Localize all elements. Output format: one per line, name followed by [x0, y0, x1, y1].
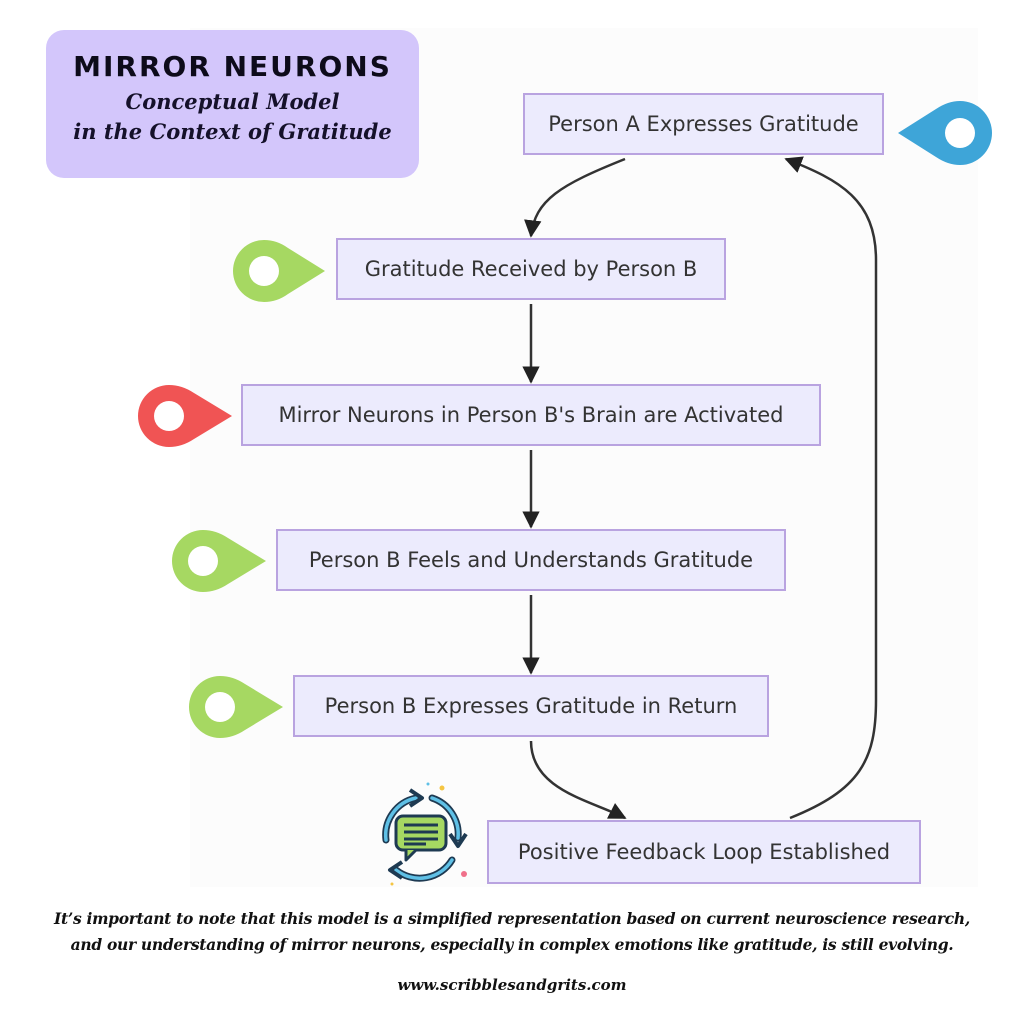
node-label: Person B Feels and Understands Gratitude: [308, 548, 754, 572]
footnote: It’s important to note that this model i…: [0, 906, 1024, 958]
title-card: MIRROR NEURONS Conceptual Model in the C…: [46, 30, 419, 178]
node-label: Person B Expresses Gratitude in Return: [324, 694, 738, 718]
node-person-a-expresses: Person A Expresses Gratitude: [523, 93, 884, 155]
website-link[interactable]: www.scribblesandgrits.com: [397, 976, 627, 994]
edge-f-to-a: [784, 156, 878, 820]
green-pin-icon: [172, 530, 266, 592]
node-mirror-neurons-activated: Mirror Neurons in Person B's Brain are A…: [241, 384, 821, 446]
node-label: Person A Expresses Gratitude: [548, 112, 859, 136]
green-pin-icon: [189, 676, 283, 738]
title-subtitle-line1: Conceptual Model: [125, 89, 340, 114]
node-label: Mirror Neurons in Person B's Brain are A…: [278, 403, 784, 427]
node-person-b-expresses: Person B Expresses Gratitude in Return: [293, 675, 769, 737]
node-person-b-feels: Person B Feels and Understands Gratitude: [276, 529, 786, 591]
title-heading: MIRROR NEURONS: [73, 50, 392, 83]
red-pin-icon: [138, 385, 232, 447]
green-pin-icon: [233, 240, 325, 302]
blue-pin-icon: [898, 101, 992, 165]
title-subtitle-line2: in the Context of Gratitude: [73, 119, 392, 144]
node-label: Positive Feedback Loop Established: [517, 840, 891, 864]
footnote-line2: and our understanding of mirror neurons,…: [70, 935, 954, 954]
node-label: Gratitude Received by Person B: [364, 257, 698, 281]
node-positive-feedback-loop: Positive Feedback Loop Established: [487, 820, 921, 884]
edge-e-to-f: [529, 740, 627, 820]
feedback-loop-icon: [382, 782, 468, 886]
node-gratitude-received: Gratitude Received by Person B: [336, 238, 726, 300]
edge-a-to-b: [524, 157, 626, 238]
footnote-line1: It’s important to note that this model i…: [54, 909, 970, 928]
